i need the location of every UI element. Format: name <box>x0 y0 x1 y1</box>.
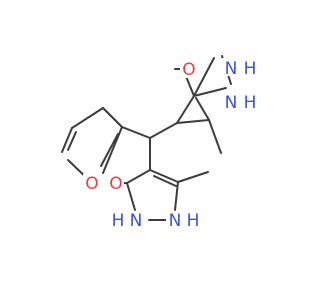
bond <box>176 119 210 124</box>
lower-n1-label: N <box>130 211 143 231</box>
bond <box>61 127 73 153</box>
upper-n2-label: N <box>225 93 238 113</box>
bond <box>176 95 195 124</box>
central-methine <box>121 122 178 171</box>
molecule-structure: O O N H N H O N H N H <box>61 55 259 231</box>
bond <box>153 175 177 187</box>
bond <box>102 126 123 174</box>
bond <box>193 87 227 97</box>
bond <box>67 131 77 151</box>
upper-n2-hydrogen-label: H <box>244 93 257 113</box>
bond <box>126 169 151 184</box>
bond <box>149 169 179 183</box>
lower-n1-hydrogen-label: H <box>112 211 125 231</box>
bond <box>121 126 151 139</box>
bond <box>71 107 104 129</box>
bond <box>149 122 178 139</box>
lower-carbonyl-oxygen-label: O <box>109 174 122 194</box>
bond <box>100 133 119 167</box>
furan-oxygen-label: O <box>85 174 98 194</box>
lower-n2-hydrogen-label: H <box>187 211 200 231</box>
bond <box>208 119 222 154</box>
bond <box>195 97 210 121</box>
upper-carbonyl-oxygen-label: O <box>182 60 195 80</box>
furan-ring <box>61 107 123 184</box>
lower-n2-label: N <box>169 211 182 231</box>
bond <box>126 182 136 211</box>
upper-n1-label: N <box>225 59 238 79</box>
bond <box>177 171 209 183</box>
upper-n1-hydrogen-label: H <box>244 59 257 79</box>
bond <box>102 107 123 128</box>
bond <box>193 57 215 97</box>
atom-labels: O O N H N H O N H N H <box>83 58 259 231</box>
bond <box>174 181 179 211</box>
